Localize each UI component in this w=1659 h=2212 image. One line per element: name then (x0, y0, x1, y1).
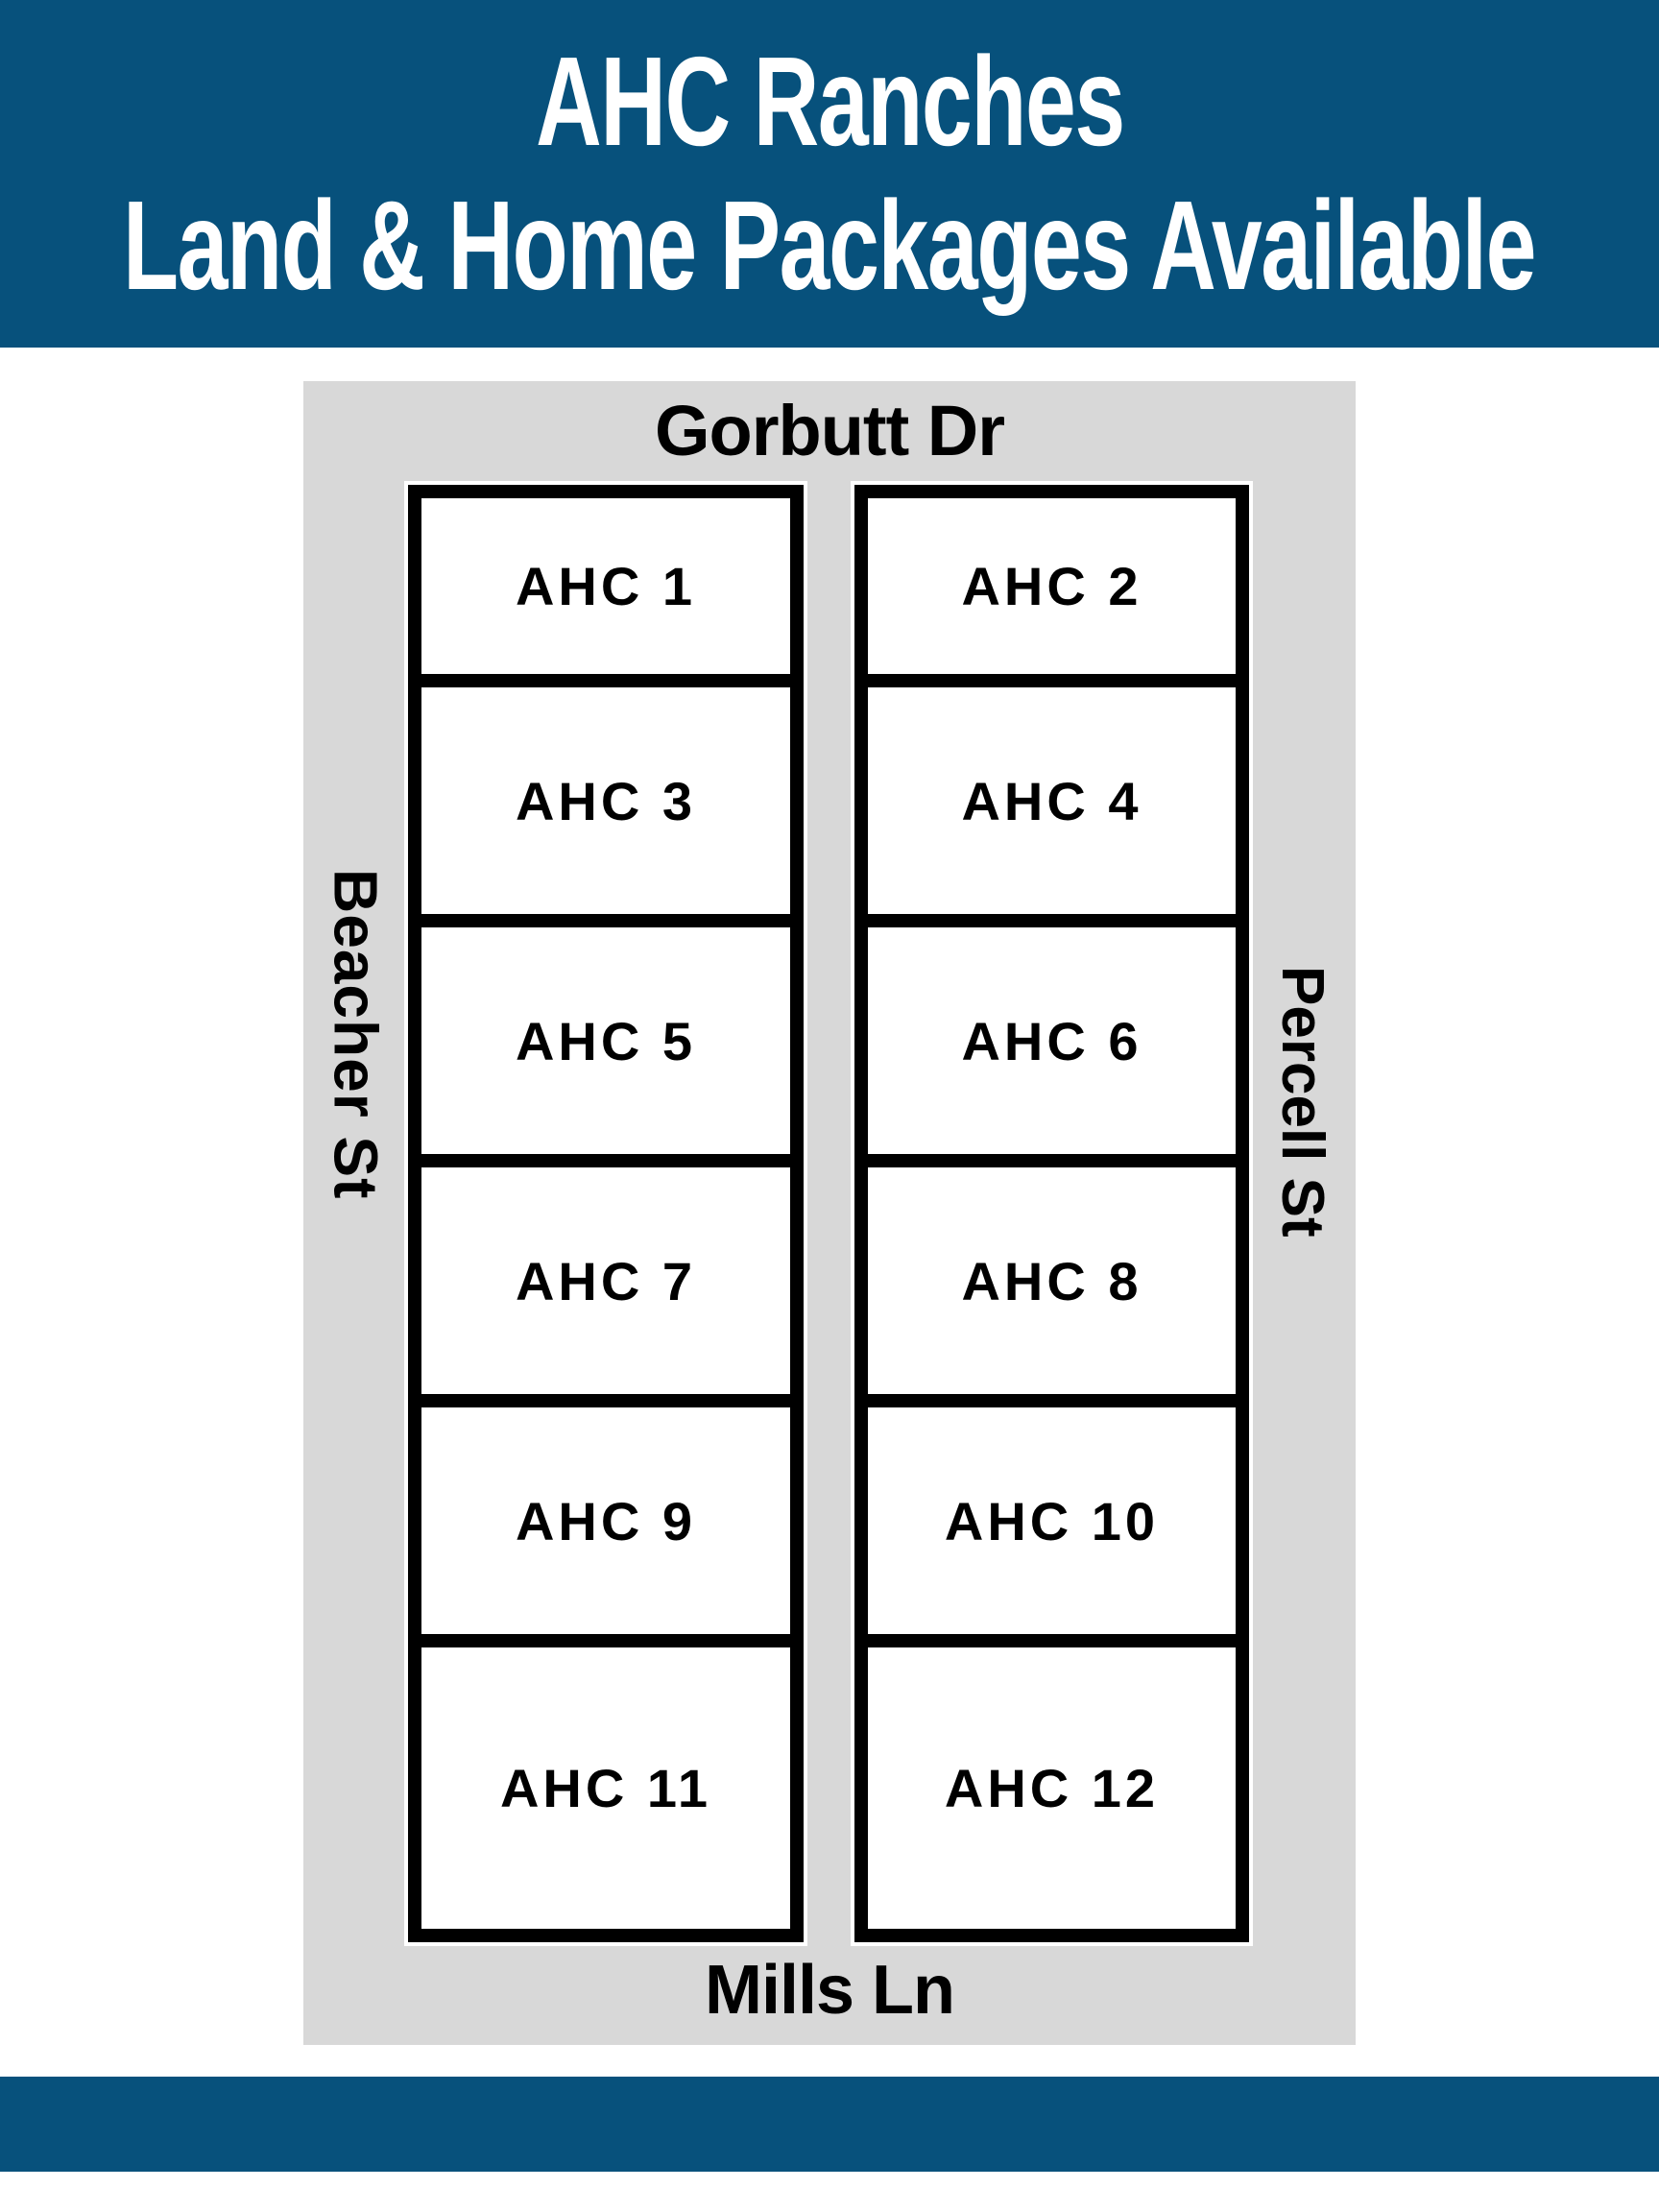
lot-ahc-5: AHC 5 (421, 914, 790, 1154)
lot-ahc-4: AHC 4 (868, 674, 1236, 914)
lot-ahc-1: AHC 1 (515, 556, 697, 616)
street-label-beacher-st: Beacher St (321, 868, 391, 1200)
lot-ahc-8: AHC 8 (868, 1154, 1236, 1394)
lot-ahc-6: AHC 6 (868, 914, 1236, 1154)
street-label-gorbutt-dr: Gorbutt Dr (654, 390, 1005, 470)
header-band: AHC Ranches Land & Home Packages Availab… (0, 0, 1659, 348)
flyer-title: AHC Ranches (535, 31, 1125, 172)
lot-ahc-3: AHC 3 (421, 674, 790, 914)
footer-band (0, 2077, 1659, 2172)
street-label-mills-ln: Mills Ln (705, 1952, 955, 2029)
lot-ahc-7: AHC 7 (421, 1154, 790, 1394)
lot-column-left: AHC 1 AHC 3 AHC 5 AHC 7 AHC 9 AHC 11 (408, 485, 804, 1942)
lot-ahc-9: AHC 9 (421, 1394, 790, 1634)
lot-ahc-12: AHC 12 (868, 1634, 1236, 1928)
lot-ahc-10: AHC 10 (868, 1394, 1236, 1634)
flyer-subtitle: Land & Home Packages Available (123, 175, 1537, 316)
lot-ahc-2: AHC 2 (961, 556, 1142, 616)
street-label-percell-st: Percell St (1269, 965, 1335, 1238)
lot-ahc-11: AHC 11 (421, 1634, 790, 1928)
plat-map: Gorbutt Dr Beacher St Percell St Mills L… (303, 381, 1356, 2045)
lot-column-right: AHC 2 AHC 4 AHC 6 AHC 8 AHC 10 AHC 12 (854, 485, 1249, 1942)
